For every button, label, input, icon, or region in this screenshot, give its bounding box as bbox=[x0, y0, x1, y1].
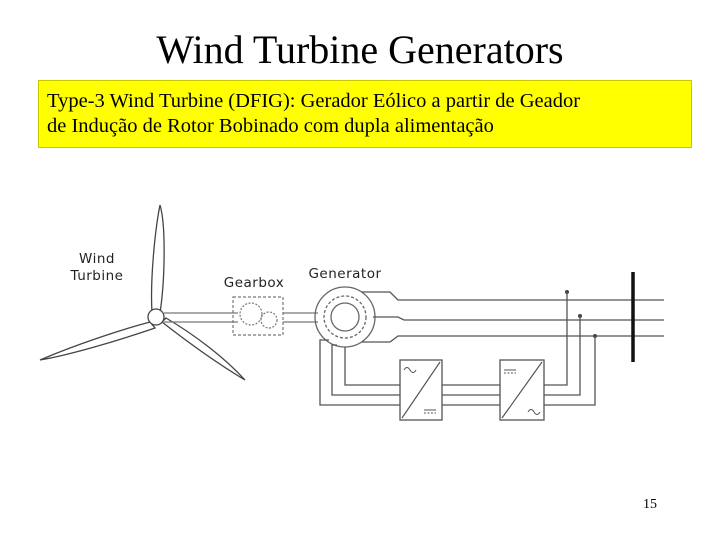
generator-label: Generator bbox=[308, 266, 381, 282]
turbine-shaft bbox=[164, 312, 238, 323]
slide-title: Wind Turbine Generators bbox=[156, 27, 564, 72]
grid-side-converter-icon bbox=[499, 359, 545, 421]
gearbox-icon bbox=[232, 296, 318, 336]
turbine-blades-icon bbox=[39, 204, 246, 381]
rotor-side-converter-icon bbox=[399, 359, 443, 421]
junction-dots bbox=[565, 290, 597, 338]
gearbox-label: Gearbox bbox=[224, 275, 285, 291]
page-number: 15 bbox=[643, 497, 657, 512]
rotor-wiring bbox=[319, 292, 596, 406]
subtitle-line-2: de Indução de Rotor Bobinado com dupla a… bbox=[47, 115, 494, 137]
subtitle-box: Type-3 Wind Turbine (DFIG): Gerador Eóli… bbox=[38, 80, 692, 148]
wind-turbine-label-line2: Turbine bbox=[70, 268, 124, 284]
turbine-hub-icon bbox=[147, 308, 165, 326]
wind-turbine-label-line1: Wind bbox=[79, 251, 115, 267]
subtitle-line-1: Type-3 Wind Turbine (DFIG): Gerador Eóli… bbox=[47, 90, 581, 112]
generator-icon bbox=[314, 286, 376, 348]
stator-lines bbox=[362, 291, 664, 343]
